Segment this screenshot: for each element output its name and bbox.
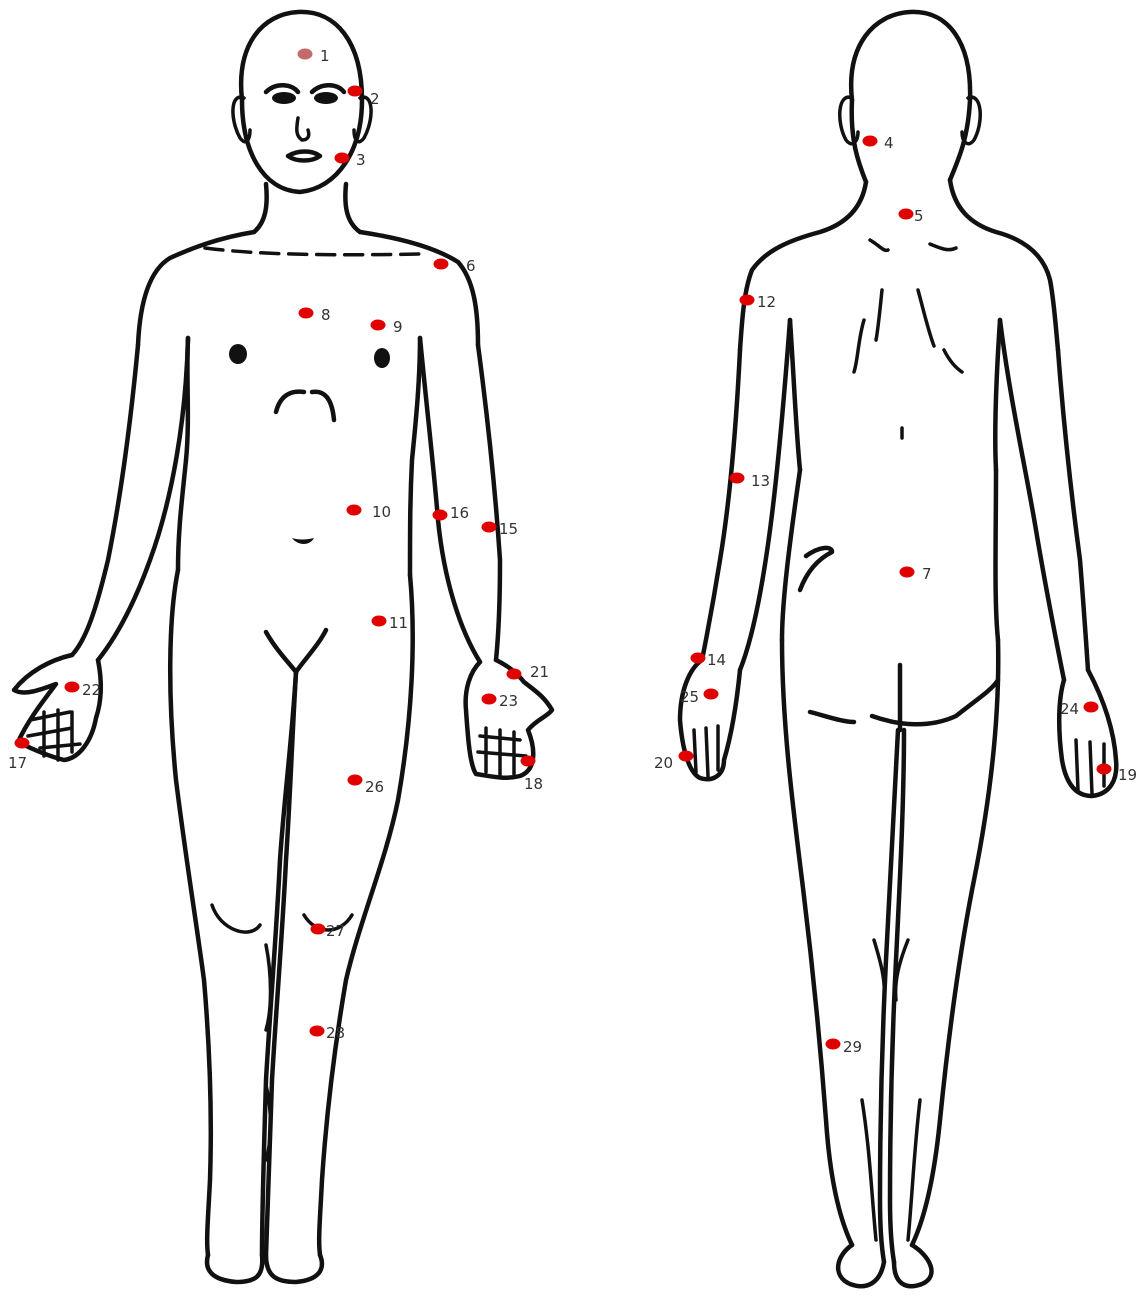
marker-label: 10 [372,503,391,521]
marker-10: 10 [347,503,392,521]
marker-dot [863,136,878,147]
marker-label: 17 [8,754,27,772]
marker-dot [740,295,755,306]
marker-dot [1084,702,1099,713]
marker-dot [65,682,80,693]
marker-11: 11 [372,614,409,632]
marker-label: 20 [654,754,673,772]
marker-dot [521,756,536,767]
marker-17: 17 [8,738,30,773]
marker-label: 2 [370,90,380,108]
marker-label: 29 [843,1038,862,1056]
marker-label: 25 [680,688,699,706]
marker-9: 9 [371,318,403,336]
marker-dot [15,738,30,749]
marker-dot [679,751,694,762]
marker-label: 22 [82,681,101,699]
marker-26: 26 [348,775,385,797]
marker-label: 6 [466,257,476,275]
back-body-figure [680,12,1116,1286]
marker-label: 18 [524,775,543,793]
marker-28: 28 [310,1024,346,1042]
marker-dot [299,308,314,319]
marker-25: 25 [680,688,719,706]
marker-dot [310,1026,325,1037]
marker-23: 23 [482,692,519,710]
marker-label: 19 [1118,766,1137,784]
marker-18: 18 [521,756,544,794]
marker-8: 8 [299,306,331,324]
marker-label: 4 [884,134,894,152]
marker-label: 16 [450,504,469,522]
marker-24: 24 [1060,700,1099,718]
marker-dot [298,49,313,60]
marker-7: 7 [900,565,932,583]
marker-label: 11 [389,614,408,632]
marker-4: 4 [863,134,894,152]
marker-label: 14 [707,651,726,669]
marker-21: 21 [507,663,550,681]
marker-22: 22 [65,681,102,699]
marker-dot [900,567,915,578]
marker-dot [371,320,386,331]
marker-dot [826,1039,841,1050]
marker-dot [1097,764,1112,775]
marker-label: 13 [751,472,770,490]
marker-label: 8 [321,306,331,324]
marker-label: 15 [499,520,518,538]
marker-label: 1 [320,47,330,65]
marker-label: 9 [393,318,403,336]
marker-dot [482,694,497,705]
marker-dot [704,689,719,700]
marker-dot [335,153,350,164]
marker-label: 26 [365,778,384,796]
marker-label: 23 [499,692,518,710]
marker-29: 29 [826,1038,863,1056]
marker-label: 28 [326,1024,345,1042]
marker-dot [372,616,387,627]
front-body-figure [14,12,552,1282]
marker-dot [899,209,914,220]
marker-dot [311,924,326,935]
marker-dot [348,775,363,786]
marker-dot [482,522,497,533]
marker-dot [433,510,448,521]
marker-label: 24 [1060,700,1079,718]
marker-27: 27 [311,922,346,940]
marker-dot [507,669,522,680]
marker-dot [348,86,363,97]
marker-dot [730,473,745,484]
marker-15: 15 [482,520,519,538]
marker-label: 21 [530,663,549,681]
marker-label: 12 [757,293,776,311]
marker-label: 5 [914,207,924,225]
marker-13: 13 [730,472,771,490]
marker-5: 5 [899,207,924,225]
marker-label: 3 [356,151,366,169]
marker-dot [691,653,706,664]
marker-label: 7 [922,565,932,583]
marker-dot [347,505,362,516]
marker-20: 20 [654,751,694,773]
marker-dot [434,259,449,270]
marker-label: 27 [326,922,345,940]
marker-1: 1 [298,47,330,65]
